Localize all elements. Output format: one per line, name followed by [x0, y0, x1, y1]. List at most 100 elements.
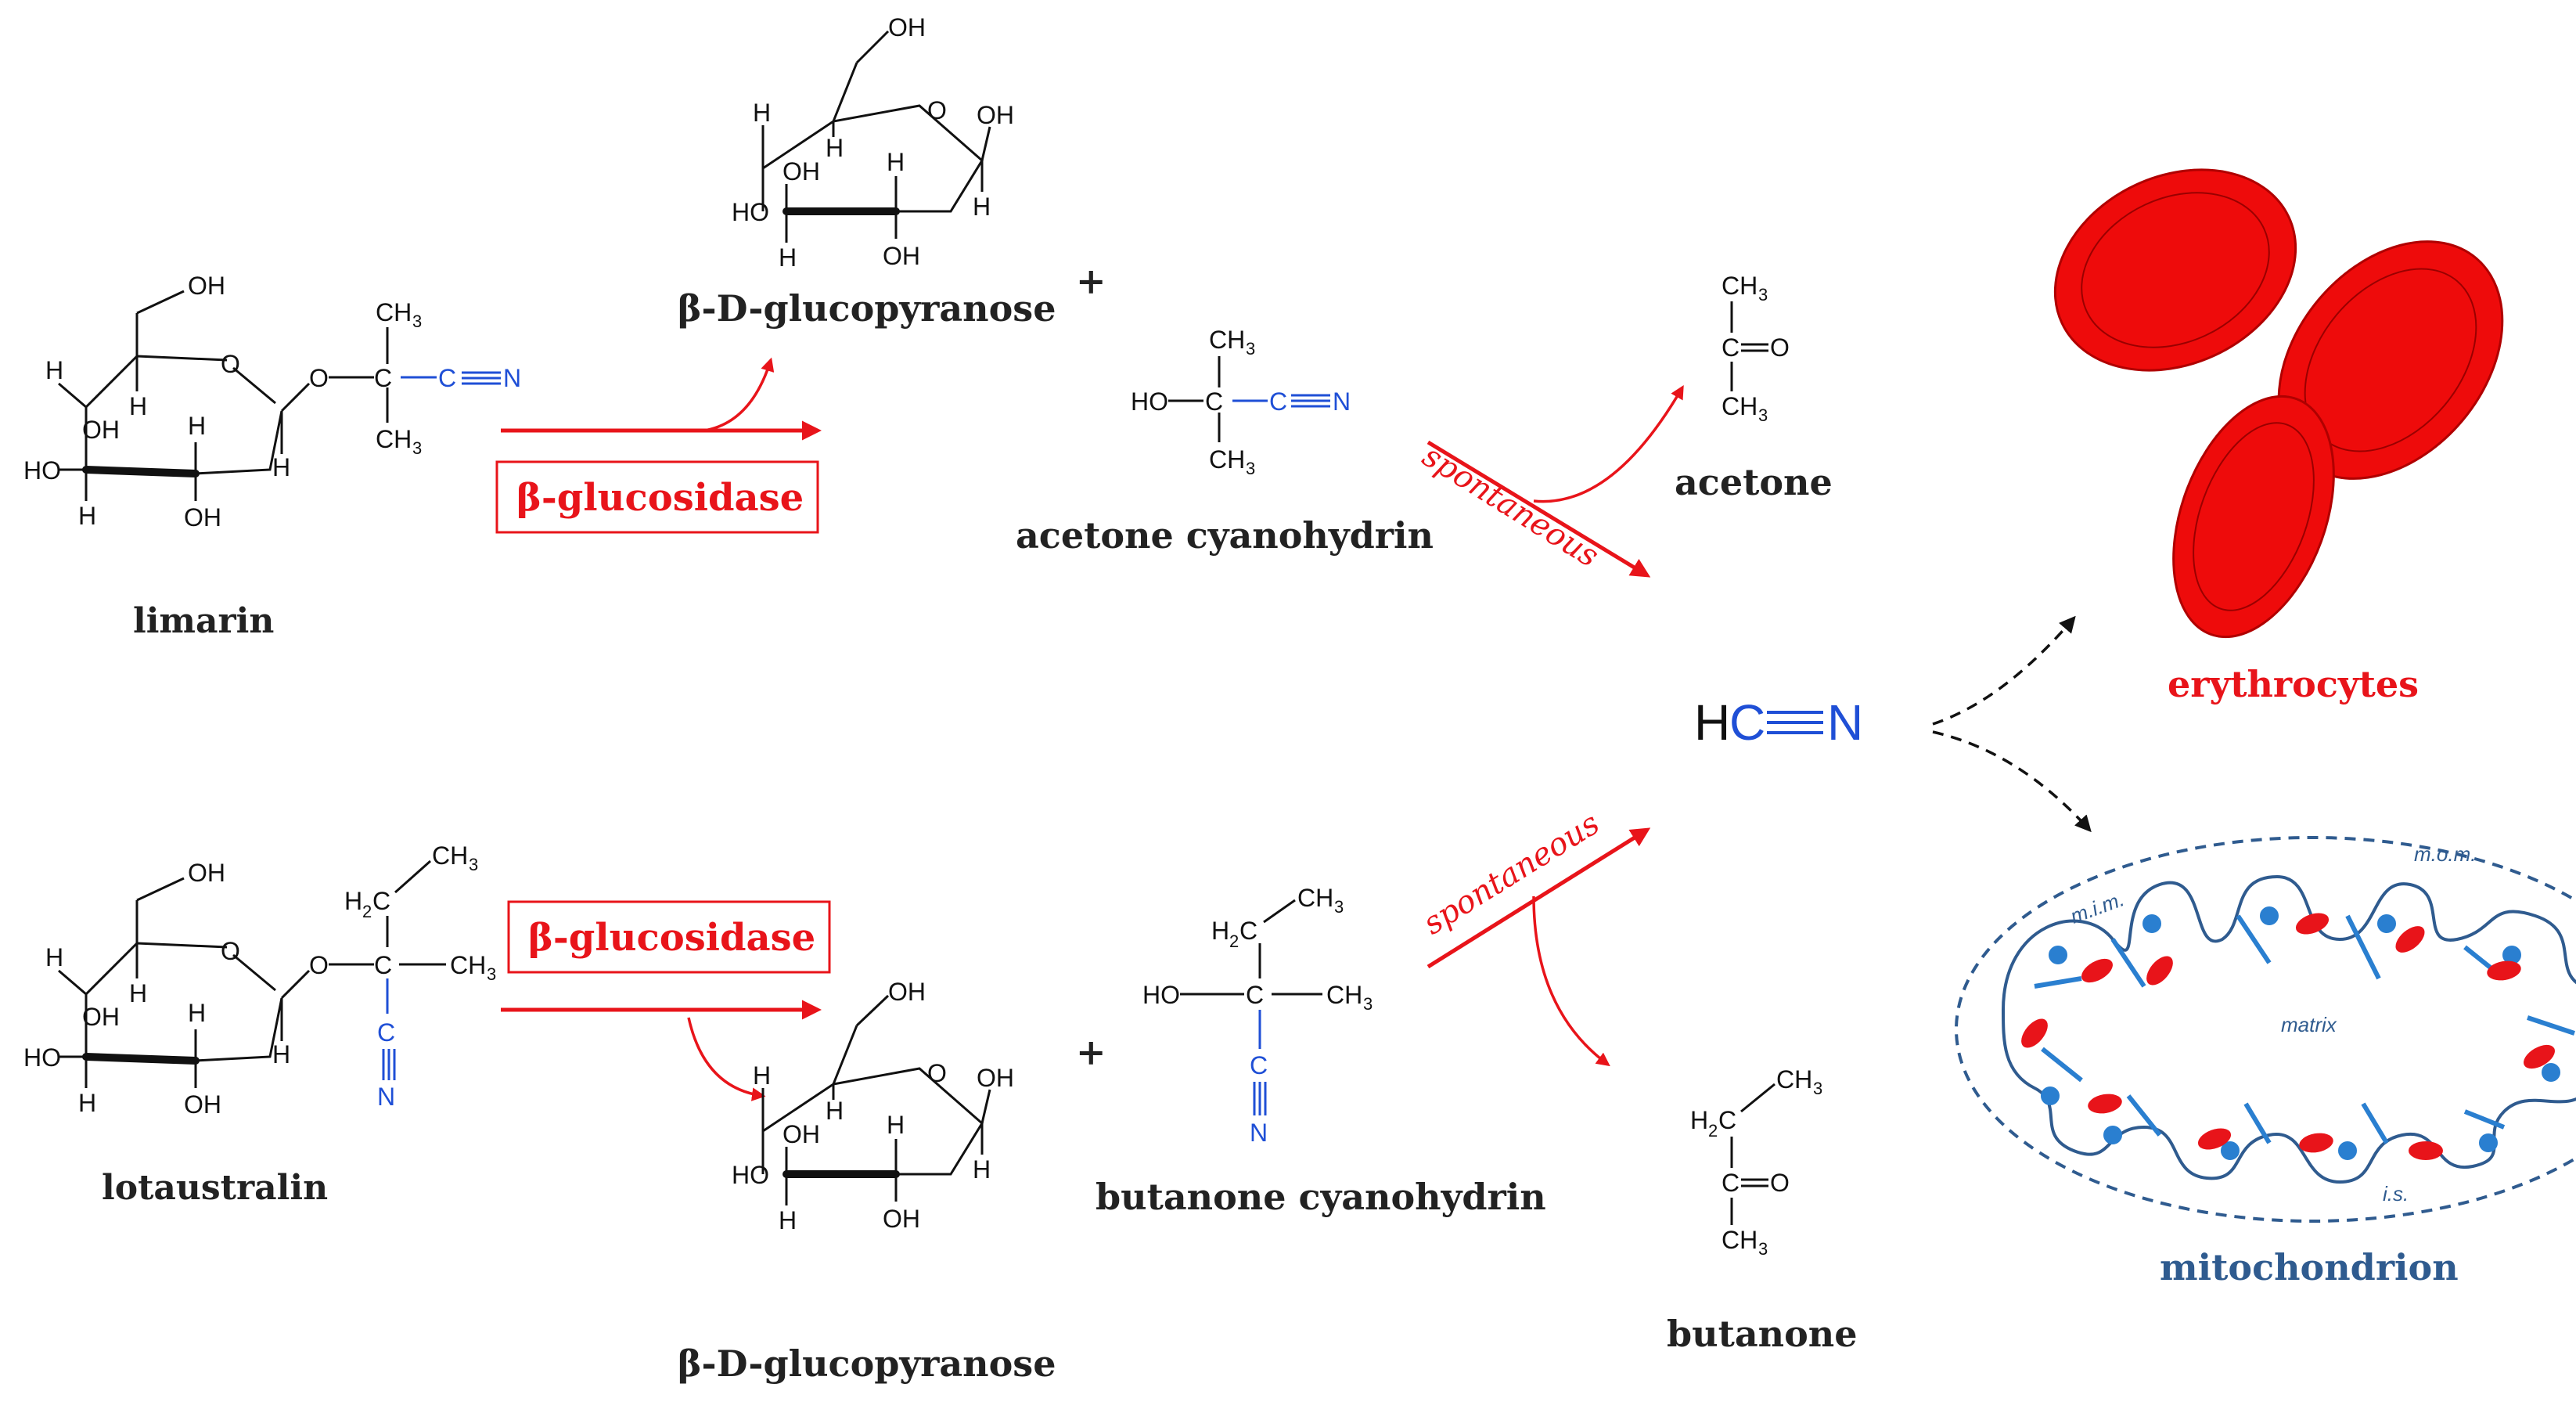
acetone-ch3: CH — [1722, 392, 1758, 420]
limarin-ring-o: O — [221, 350, 240, 378]
lotaustralin-label: lotaustralin — [102, 1168, 328, 1208]
limarin-cn-n: N — [503, 364, 521, 392]
limarin-structure: OH O O H H H HO OH H H OH C CH 3 CH 3 C … — [23, 272, 521, 532]
erythrocytes-label: erythrocytes — [2168, 663, 2419, 705]
limarin-h: H — [272, 453, 290, 481]
butanone-cyanohydrin-label: butanone cyanohydrin — [1096, 1176, 1546, 1218]
glucose-bottom-ring-o: O — [927, 1059, 947, 1087]
svg-text:3: 3 — [469, 855, 478, 874]
butanone-label: butanone — [1667, 1313, 1858, 1355]
svg-text:3: 3 — [1813, 1079, 1822, 1098]
enzyme-label-top: β-glucosidase — [516, 476, 804, 520]
limarin-h: H — [188, 412, 206, 440]
acetone-cyanohydrin-ch3: CH — [1209, 326, 1245, 354]
lotaustralin-h: H — [129, 979, 147, 1007]
limarin-ch3: CH — [376, 425, 412, 453]
svg-text:3: 3 — [1246, 339, 1255, 359]
limarin-c: C — [374, 364, 392, 392]
svg-text:3: 3 — [487, 964, 496, 984]
butanone-cyanohydrin-ch3: CH — [1326, 981, 1362, 1009]
acetone-o: O — [1770, 333, 1790, 362]
glucose-top-oh: OH — [783, 157, 820, 186]
glucopyranose-structure-top: OH O OH H H H HO OH H H OH — [732, 13, 1014, 272]
acetone-cyanohydrin-ho: HO — [1131, 387, 1168, 416]
glucose-top-h: H — [779, 243, 797, 272]
spontaneous-label-top: spontaneous — [1416, 438, 1605, 575]
butanone-structure: H 2 C CH 3 C O CH 3 — [1690, 1065, 1822, 1259]
limarin-oh: OH — [82, 416, 120, 444]
lotaustralin-cn-n: N — [377, 1083, 395, 1111]
butanone-cyanohydrin-h2c: H — [1211, 917, 1229, 945]
glucose-top-oh: OH — [888, 13, 926, 41]
butanone-cyanohydrin-ho: HO — [1142, 981, 1180, 1009]
mitochondrion-illustration: m.o.m. m.i.m. matrix i.s. — [1955, 836, 2576, 1223]
lotaustralin-h: H — [272, 1040, 290, 1068]
glucose-bottom-oh: OH — [888, 978, 926, 1006]
acetone-ch3: CH — [1722, 272, 1758, 300]
limarin-oh: OH — [184, 503, 221, 532]
glucose-top-h: H — [887, 148, 905, 176]
limarin-label: limarin — [133, 601, 274, 641]
glucose-top-h: H — [826, 134, 844, 162]
svg-text:2: 2 — [1708, 1121, 1718, 1141]
acetone-cyanohydrin-ch3: CH — [1209, 445, 1245, 474]
lotaustralin-h: H — [188, 999, 206, 1027]
svg-text:3: 3 — [412, 312, 422, 331]
glucose-bottom-h: H — [779, 1206, 797, 1234]
glucose-bottom-oh: OH — [977, 1064, 1014, 1092]
butanone-o: O — [1770, 1169, 1790, 1197]
glucose-top-h: H — [753, 99, 771, 127]
svg-text:2: 2 — [362, 902, 372, 921]
lotaustralin-oh: OH — [184, 1090, 221, 1119]
lotaustralin-h2c: H — [344, 887, 362, 915]
svg-text:C: C — [372, 887, 390, 915]
glucose-top-oh: OH — [977, 101, 1014, 129]
is-label: i.s. — [2383, 1182, 2409, 1205]
lotaustralin-ho: HO — [23, 1043, 61, 1072]
acetone-cyanohydrin-c: C — [1205, 387, 1223, 416]
lotaustralin-cn-c: C — [377, 1018, 395, 1047]
mim-label: m.i.m. — [2067, 887, 2128, 928]
lotaustralin-ch3: CH — [450, 951, 486, 979]
plus-bottom: + — [1076, 1031, 1106, 1073]
svg-text:3: 3 — [1758, 285, 1768, 305]
hcn-n: N — [1827, 694, 1863, 751]
glucose-bottom-ho: HO — [732, 1161, 769, 1189]
lotaustralin-ring-o: O — [221, 937, 240, 965]
hcn-to-mitochondrion-arrow — [1932, 730, 2092, 833]
butanone-cyanohydrin-cn-c: C — [1250, 1051, 1268, 1079]
limarin-h: H — [45, 356, 63, 384]
butanone-cyanohydrin-cn-n: N — [1250, 1119, 1268, 1147]
svg-text:2: 2 — [1229, 932, 1239, 951]
butanone-cyanohydrin-c: C — [1246, 981, 1264, 1009]
butanone-c: C — [1722, 1169, 1740, 1197]
limarin-ch3: CH — [376, 298, 412, 326]
svg-text:C: C — [1718, 1106, 1736, 1134]
acetone-cyanohydrin-label: acetone cyanohydrin — [1016, 514, 1434, 557]
glucose-release-arrow-bottom — [687, 1017, 766, 1101]
butanone-cyanohydrin-ch3: CH — [1297, 884, 1333, 912]
limarin-o-link: O — [309, 364, 329, 392]
enzyme-box-top — [495, 460, 819, 534]
inner-membrane — [2001, 874, 2576, 1184]
spontaneous-arrow-bottom — [1427, 827, 1651, 969]
lotaustralin-oh: OH — [82, 1003, 120, 1031]
matrix-label: matrix — [2281, 1013, 2337, 1036]
glucose-bottom-h: H — [826, 1097, 844, 1125]
enzyme-label-bottom: β-glucosidase — [528, 916, 815, 960]
lotaustralin-h: H — [78, 1089, 96, 1117]
svg-text:3: 3 — [1246, 459, 1255, 478]
mom-label: m.o.m. — [2414, 842, 2476, 866]
acetone-release-arrow — [1533, 384, 1684, 503]
hcn-h: H — [1694, 694, 1730, 751]
hcn-molecule: H C N — [1694, 694, 1863, 751]
limarin-h: H — [78, 502, 96, 530]
hcn-to-erythrocytes-arrow — [1932, 615, 2076, 726]
lotaustralin-c: C — [374, 951, 392, 979]
lotaustralin-ch3: CH — [432, 841, 468, 870]
erythrocytes-illustration — [2053, 168, 2504, 639]
svg-text:3: 3 — [1758, 405, 1768, 425]
glucopyranose-label-bottom: β-D-glucopyranose — [678, 1342, 1056, 1385]
glucose-top-h: H — [973, 193, 991, 221]
svg-text:3: 3 — [1363, 994, 1373, 1014]
